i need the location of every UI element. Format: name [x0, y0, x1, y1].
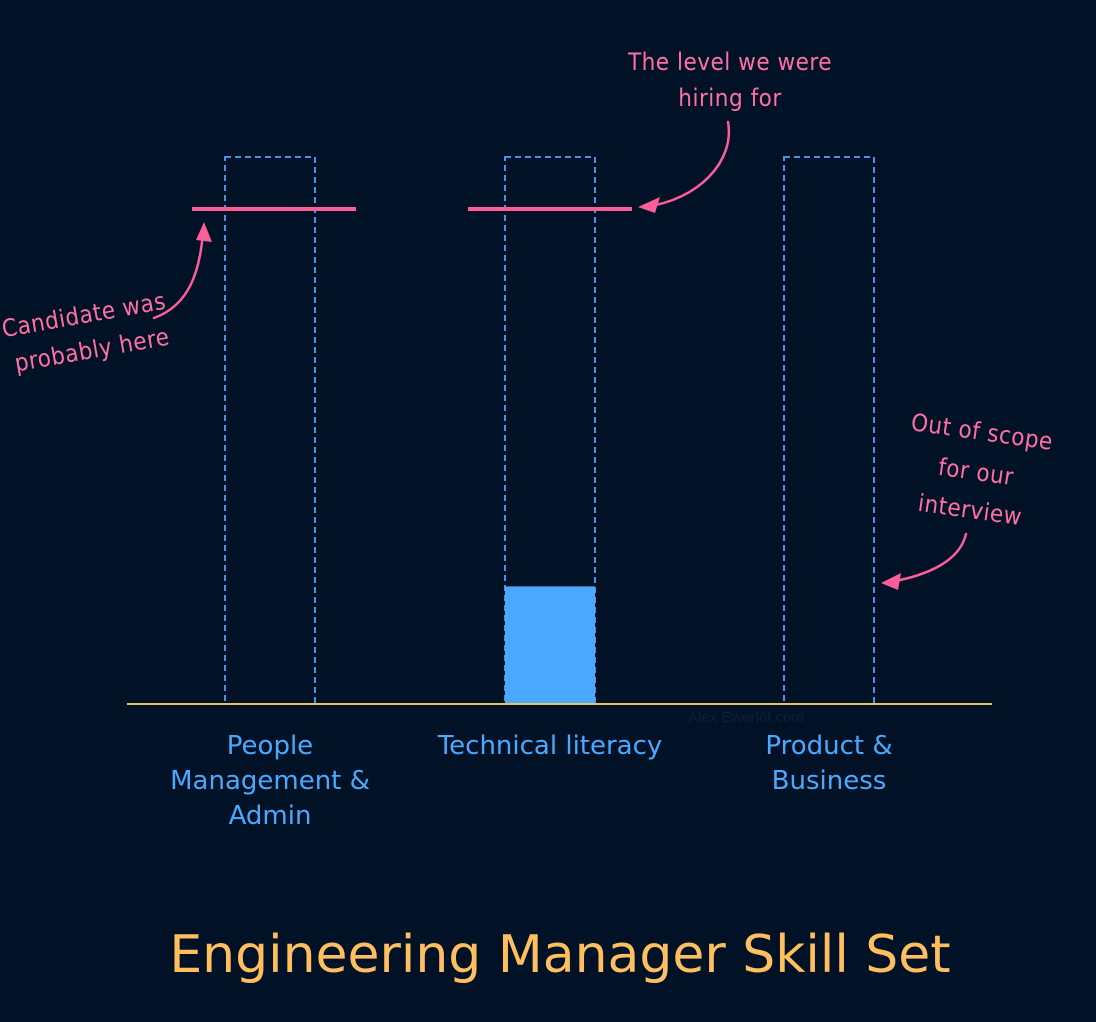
bar-frame-0 [224, 156, 316, 705]
bar-1 [505, 586, 595, 704]
annotation-hiring-level-arrow [642, 120, 731, 209]
annotation-out-of-scope-arrowhead [881, 573, 901, 590]
annotation-out-of-scope: Out of scope for our interview [881, 408, 1055, 590]
annotation-hiring-level-line-2: hiring for [678, 84, 781, 112]
chart-title: Engineering Manager Skill Set [169, 925, 950, 985]
category-label-2-0: Product & [765, 731, 892, 761]
category-label-0-1: Management & [170, 766, 370, 796]
annotation-candidate-arrowhead [196, 222, 212, 242]
annotation-hiring-level-arrowhead [638, 197, 660, 213]
bar-frame-2 [783, 156, 875, 705]
category-label-0-2: Admin [229, 801, 312, 831]
category-label-1-0: Technical literacy [437, 731, 663, 761]
annotation-candidate: Candidate was probably here [0, 222, 212, 377]
annotation-out-of-scope-line-2: for our [937, 453, 1016, 491]
bars [505, 586, 595, 704]
annotation-out-of-scope-line-3: interview [916, 489, 1023, 531]
annotation-out-of-scope-arrow [888, 532, 968, 584]
annotation-hiring-level-line-1: The level we were [627, 48, 832, 76]
annotation-out-of-scope-line-1: Out of scope [909, 408, 1054, 456]
annotation-hiring-level: The level we were hiring for [627, 48, 832, 213]
annotation-candidate-arrow [152, 230, 205, 320]
category-label-2-1: Business [772, 766, 887, 796]
category-label-0-0: People [227, 731, 313, 761]
watermark: Alex Ewerlöf.com [688, 709, 804, 726]
